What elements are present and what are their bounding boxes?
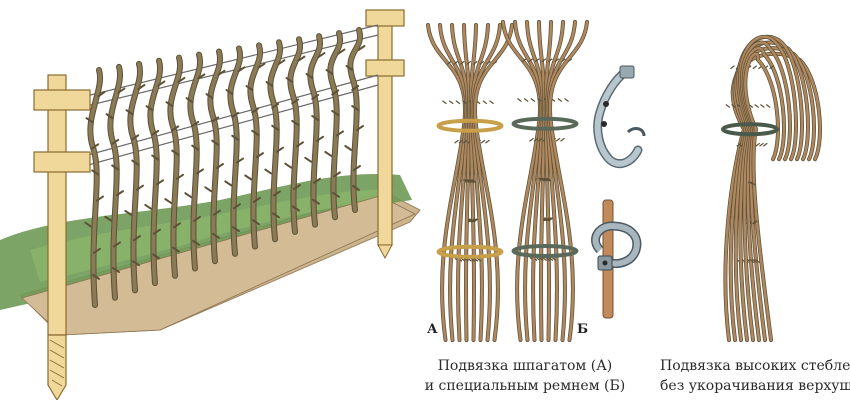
tie-band — [511, 116, 579, 131]
back-post — [365, 9, 405, 260]
trellis-cane — [124, 60, 146, 294]
trellis-cane — [304, 33, 326, 228]
caption-tall-line2: без укорачивания верхушек — [660, 378, 850, 394]
trellis-canes — [84, 27, 366, 308]
cane-bundle-strap — [501, 20, 589, 342]
caption-twine-strap: Подвязка шпагатом (А) и специальным ремн… — [420, 356, 630, 396]
tie-band — [721, 122, 779, 137]
strap-on-stake — [591, 199, 642, 319]
trellis-cane — [84, 67, 106, 308]
trellis-cane — [104, 63, 126, 301]
trellis-cane — [324, 30, 346, 221]
arched-cane-bundle — [721, 34, 822, 342]
trellis-cane — [204, 48, 226, 265]
trellis-cane — [284, 36, 306, 235]
caption-tall-line1: Подвязка высоких стеблей — [660, 358, 850, 374]
trellis-cane — [224, 45, 246, 257]
label-b: Б — [577, 322, 589, 337]
front-post — [33, 74, 91, 400]
bundle-cane — [541, 20, 553, 342]
bundle-cane — [468, 23, 490, 342]
trellis-cane — [244, 42, 266, 250]
trellis-scene — [0, 9, 421, 400]
label-a: А — [427, 322, 438, 337]
bundle-cane — [743, 52, 780, 342]
tie-band — [436, 118, 504, 133]
cane-bundle-twine — [426, 23, 514, 342]
trellis-cane — [164, 54, 186, 279]
trellis-cane — [144, 57, 166, 287]
trellis-cane — [264, 39, 286, 243]
tie-band — [436, 244, 504, 259]
tie-band — [511, 243, 579, 258]
bundle-cane — [546, 20, 589, 342]
trellis-cane — [184, 51, 206, 272]
caption-twine-line2: и специальным ремнем (Б) — [424, 378, 626, 394]
trellis-cane — [344, 27, 366, 213]
trellis-wires — [69, 24, 379, 171]
strap-clip-icon — [593, 65, 646, 169]
caption-tall-canes: Подвязка высоких стеблей без укорачивани… — [660, 356, 850, 396]
caption-twine-line1: Подвязка шпагатом (А) — [437, 358, 613, 374]
